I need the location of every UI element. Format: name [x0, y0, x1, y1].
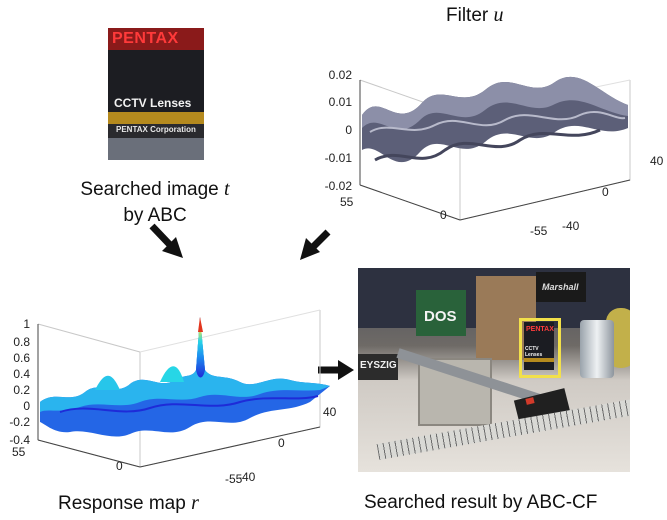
- response-map-caption: Response map r: [58, 492, 199, 515]
- response-z-tick: 0.4: [13, 367, 30, 381]
- searched-image-caption-text: Searched image: [80, 179, 219, 200]
- result-photo-target-stripe: [524, 358, 554, 362]
- filter-title: Filter u: [446, 4, 504, 27]
- searched-image-caption-line2: by ABC: [123, 205, 187, 226]
- response-y-tick: 0: [278, 436, 285, 450]
- searched-image-product: CCTV Lenses: [114, 96, 192, 110]
- arrow-right: [318, 360, 354, 380]
- result-photo-tape: [358, 354, 398, 380]
- filter-y-tick: -40: [562, 219, 580, 233]
- filter-z-tick: 0.02: [329, 68, 353, 82]
- filter-x-tick: 55: [340, 195, 354, 209]
- searched-image-company: PENTAX Corporation: [116, 125, 196, 134]
- response-z-tick: -0.2: [9, 415, 30, 429]
- result-photo-target-product: CCTV Lenses: [525, 346, 543, 358]
- response-y-ticks: 40 0 -40: [238, 405, 337, 484]
- result-photo-can: [580, 320, 614, 378]
- result-photo-amp-label: Marshall: [542, 282, 579, 292]
- filter-x-tick: 0: [440, 208, 447, 222]
- filter-symbol: u: [493, 4, 504, 26]
- searched-result-caption: Searched result by ABC-CF: [364, 492, 598, 513]
- response-z-tick: 0: [23, 399, 30, 413]
- filter-z-tick: 0: [345, 123, 352, 137]
- response-x-tick: 0: [116, 459, 123, 473]
- response-x-tick: 55: [12, 445, 26, 459]
- result-photo-tape-label: EYSZIG: [360, 360, 397, 371]
- response-y-tick: 40: [323, 405, 337, 419]
- result-photo-ruler: [376, 395, 630, 460]
- searched-image: PENTAX CCTV Lenses PENTAX Corporation: [108, 28, 204, 160]
- response-x-ticks: 55 0 -55: [12, 445, 243, 486]
- response-z-tick: 1: [23, 317, 30, 331]
- response-z-tick: -0.4: [9, 433, 30, 447]
- response-map-caption-text: Response map: [58, 493, 186, 514]
- response-z-tick: 0.2: [13, 383, 30, 397]
- response-z-ticks: 1 0.8 0.6 0.4 0.2 0 -0.2 -0.4: [9, 317, 30, 447]
- result-photo-dos-box: [416, 290, 466, 336]
- response-plot: 1 0.8 0.6 0.4 0.2 0 -0.2 -0.4 55 0 -55 4…: [9, 309, 337, 486]
- filter-surface: [362, 76, 628, 163]
- filter-y-ticks: 40 0 -40: [562, 154, 664, 233]
- filter-plot: 0.02 0.01 0 -0.01 -0.02 55 0 -55 40 0 -4…: [325, 68, 664, 238]
- filter-z-tick: -0.01: [325, 151, 353, 165]
- searched-image-brand: PENTAX: [112, 30, 179, 47]
- filter-title-text: Filter: [446, 5, 489, 26]
- filter-x-ticks: 55 0 -55: [340, 195, 548, 238]
- response-z-tick: 0.8: [13, 335, 30, 349]
- searched-image-caption: Searched image t by ABC: [40, 176, 270, 229]
- filter-z-tick: -0.02: [325, 179, 353, 193]
- response-symbol: r: [191, 492, 199, 514]
- arrow-down-left: [300, 229, 331, 260]
- filter-z-tick: 0.01: [329, 95, 353, 109]
- response-z-tick: 0.6: [13, 351, 30, 365]
- response-y-tick: -40: [238, 470, 256, 484]
- searched-image-symbol: t: [224, 178, 230, 200]
- result-photo-target-brand: PENTAX: [526, 326, 554, 333]
- detection-box: [519, 318, 561, 378]
- filter-z-ticks: 0.02 0.01 0 -0.01 -0.02: [325, 68, 353, 193]
- arrow-down-right: [149, 223, 183, 258]
- result-photo-dos-label: DOS: [424, 308, 457, 325]
- filter-y-tick: 0: [602, 185, 609, 199]
- result-photo-amp: [536, 272, 586, 302]
- filter-y-tick: 40: [650, 154, 664, 168]
- filter-x-tick: -55: [530, 224, 548, 238]
- response-surface: [40, 317, 330, 437]
- result-photo-bucket: [418, 358, 492, 426]
- result-photo-target: [524, 322, 554, 370]
- response-x-tick: -55: [225, 472, 243, 486]
- result-photo: DOS Marshall EYSZIG PENTAX CCTV Lenses: [358, 268, 630, 472]
